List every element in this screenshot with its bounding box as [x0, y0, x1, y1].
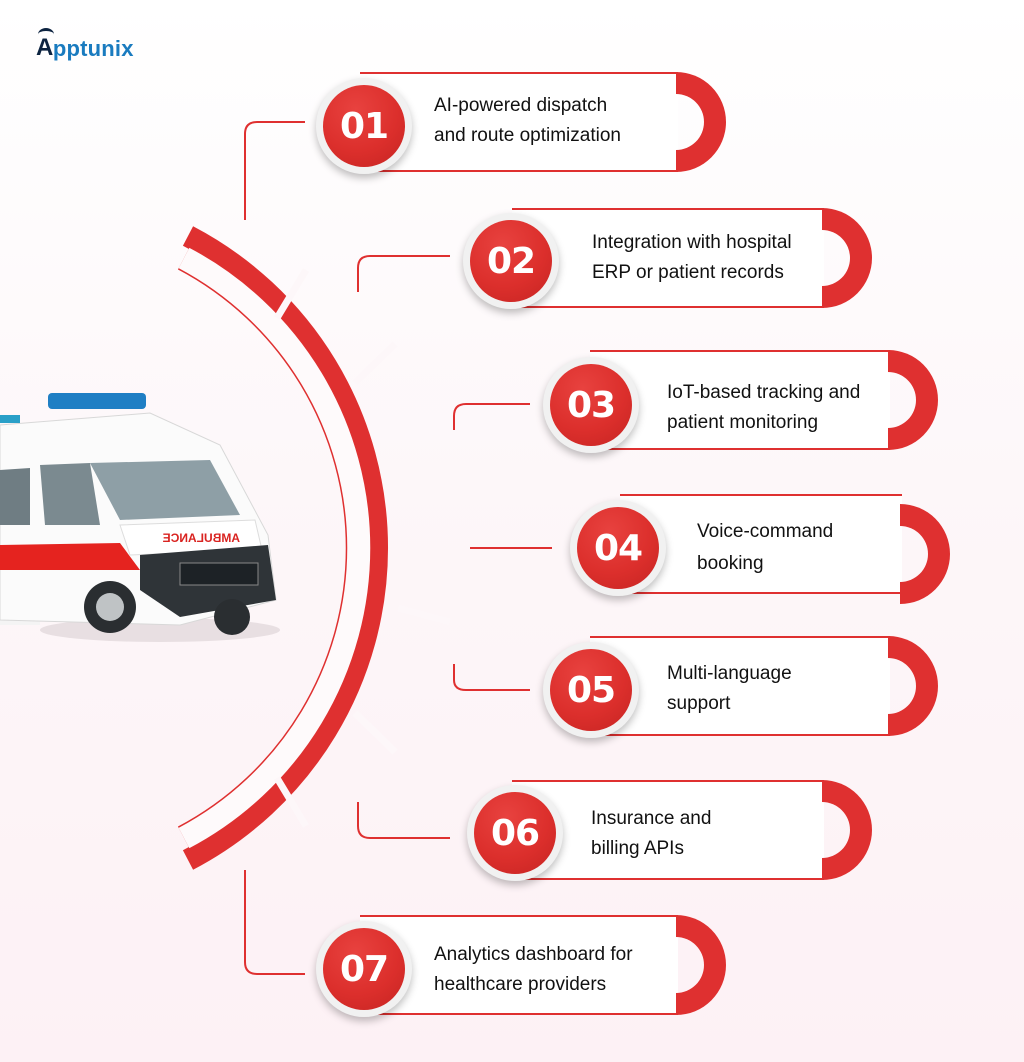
- feature-card-01: [360, 72, 726, 172]
- feature-card-07: [360, 915, 726, 1015]
- apptunix-logo: A pptunix: [36, 28, 134, 62]
- ambulance-label: AMBULANCE: [163, 531, 240, 545]
- feature-badge-04: 04: [570, 500, 666, 596]
- feature-badge-02: 02: [463, 213, 559, 309]
- feature-card-05: [590, 636, 938, 736]
- feature-card-02: [512, 208, 872, 308]
- ambulance-illustration: AMBULANCE: [0, 393, 280, 642]
- feature-card-04: [620, 494, 950, 604]
- arc-segments: [177, 226, 451, 870]
- logo-wordmark: pptunix: [52, 36, 134, 61]
- feature-badge-05: 05: [543, 642, 639, 738]
- feature-badge-03: 03: [543, 357, 639, 453]
- logo-swoosh-icon: [38, 28, 54, 41]
- feature-card-06: [512, 780, 872, 880]
- feature-badge-01: 01: [316, 78, 412, 174]
- connector-lines: [244, 121, 552, 975]
- logo-letter-a: A: [36, 28, 54, 62]
- feature-badge-07: 07: [316, 921, 412, 1017]
- feature-card-03: [590, 350, 938, 450]
- feature-badge-06: 06: [467, 785, 563, 881]
